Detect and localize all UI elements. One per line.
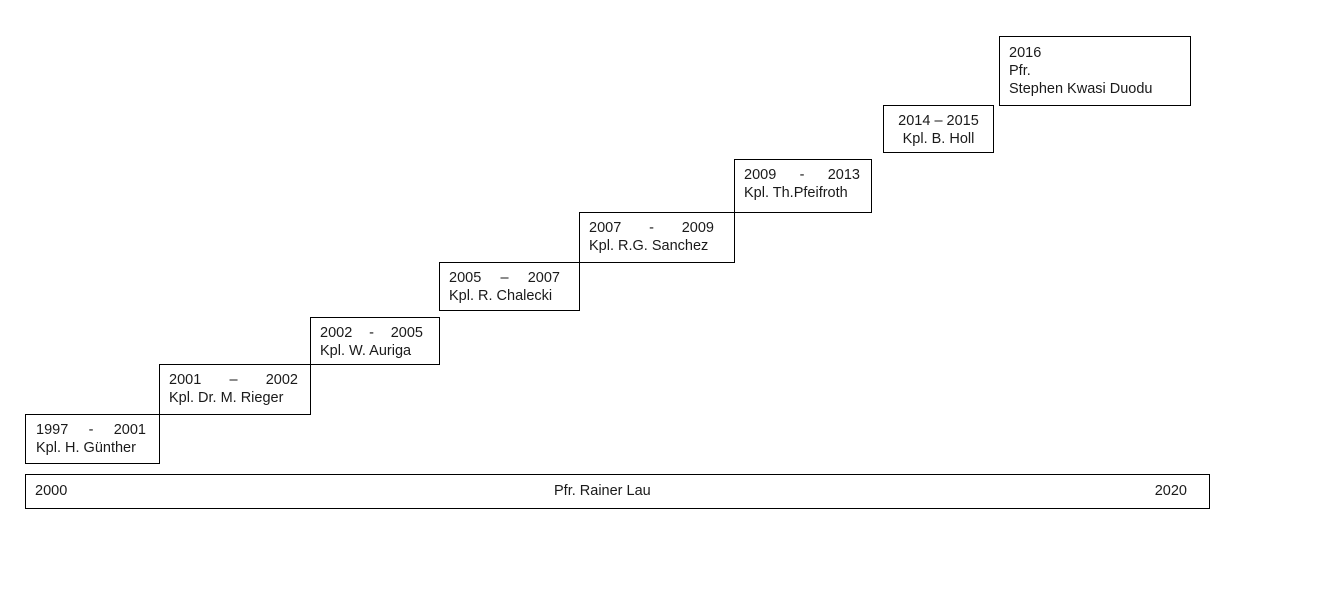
date-separator: -: [88, 422, 94, 438]
person-name: Kpl. R. Chalecki: [449, 288, 553, 304]
end-year: 2005: [390, 325, 423, 341]
person-name: Kpl. B. Holl: [902, 131, 975, 147]
date-range: 2007 - 2009: [589, 219, 714, 237]
start-year: 2002: [320, 325, 353, 341]
person-name: Stephen Kwasi Duodu: [1009, 81, 1153, 97]
date-separator: –: [500, 270, 509, 286]
timeline-box-rieger: 2001 – 2002 Kpl. Dr. M. Rieger: [159, 364, 311, 415]
date-range: 2002 - 2005: [320, 324, 423, 342]
date-range: 2014 – 2015: [898, 113, 979, 129]
end-year: 2007: [527, 270, 560, 286]
bar-end-year: 2020: [1154, 483, 1187, 499]
person-name: Kpl. Dr. M. Rieger: [169, 390, 284, 406]
timeline-box-guenther: 1997 - 2001 Kpl. H. Günther: [25, 414, 160, 464]
person-name: Kpl. H. Günther: [36, 440, 136, 456]
bar-person-name: Pfr. Rainer Lau: [554, 483, 651, 499]
date-range: 2009 - 2013: [744, 166, 860, 184]
start-year: 2007: [589, 220, 622, 236]
person-name: Kpl. R.G. Sanchez: [589, 238, 709, 254]
pastor-timeline-bar: 2000 Pfr. Rainer Lau 2020: [25, 474, 1210, 509]
start-year: 2005: [449, 270, 482, 286]
timeline-box-chalecki: 2005 – 2007 Kpl. R. Chalecki: [439, 262, 580, 311]
date-separator: -: [799, 167, 805, 183]
title-label: Pfr.: [1009, 63, 1031, 79]
bar-start-year: 2000: [35, 483, 68, 499]
date-separator: -: [369, 325, 374, 341]
person-name: Kpl. Th.Pfeifroth: [744, 185, 848, 201]
start-year: 2016: [1009, 45, 1042, 61]
start-year: 2001: [169, 372, 202, 388]
end-year: 2009: [681, 220, 714, 236]
date-separator: -: [649, 220, 654, 236]
date-range: 1997 - 2001: [36, 421, 146, 439]
start-year: 1997: [36, 422, 69, 438]
timeline-box-sanchez: 2007 - 2009 Kpl. R.G. Sanchez: [579, 212, 735, 263]
person-name: Kpl. W. Auriga: [320, 343, 412, 359]
timeline-box-auriga: 2002 - 2005 Kpl. W. Auriga: [310, 317, 440, 365]
date-range: 2001 – 2002: [169, 371, 298, 389]
date-range: 2005 – 2007: [449, 269, 560, 287]
date-separator: –: [229, 372, 238, 388]
timeline-box-holl: 2014 – 2015 Kpl. B. Holl: [883, 105, 994, 153]
start-year: 2009: [744, 167, 777, 183]
timeline-box-pfeifroth: 2009 - 2013 Kpl. Th.Pfeifroth: [734, 159, 872, 213]
end-year: 2001: [113, 422, 146, 438]
end-year: 2013: [827, 167, 860, 183]
end-year: 2002: [265, 372, 298, 388]
timeline-box-duodu: 2016 Pfr. Stephen Kwasi Duodu: [999, 36, 1191, 106]
